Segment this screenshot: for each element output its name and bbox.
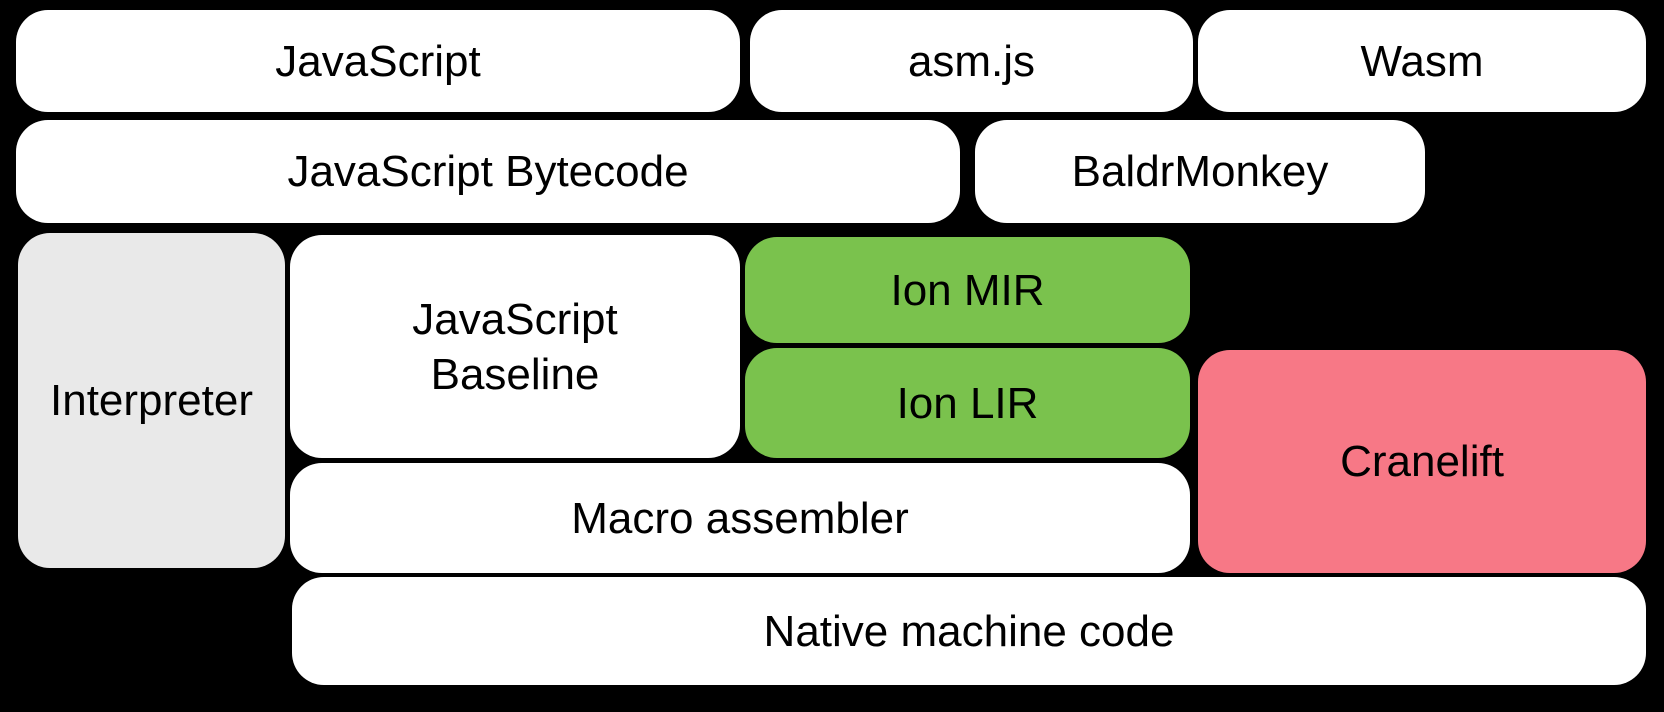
box-ion-lir: Ion LIR xyxy=(745,348,1190,458)
box-cranelift: Cranelift xyxy=(1198,350,1646,573)
box-ion-lir-label: Ion LIR xyxy=(896,378,1039,428)
box-native-machine-code: Native machine code xyxy=(292,577,1646,685)
box-javascript-baseline-line2: Baseline xyxy=(430,349,600,399)
box-javascript: JavaScript xyxy=(16,10,740,112)
box-wasm-label: Wasm xyxy=(1360,36,1484,86)
box-wasm: Wasm xyxy=(1198,10,1646,112)
box-javascript-label: JavaScript xyxy=(275,36,481,86)
box-javascript-bytecode: JavaScript Bytecode xyxy=(16,120,960,223)
box-javascript-baseline-line1: JavaScript xyxy=(412,294,618,344)
box-ion-mir: Ion MIR xyxy=(745,237,1190,343)
box-javascript-bytecode-label: JavaScript Bytecode xyxy=(287,147,689,196)
box-asmjs-label: asm.js xyxy=(907,36,1036,86)
box-baldrmonkey-label: BaldrMonkey xyxy=(1071,147,1329,196)
box-native-machine-code-label: Native machine code xyxy=(763,606,1175,656)
box-interpreter: Interpreter xyxy=(18,233,285,568)
box-cranelift-label: Cranelift xyxy=(1340,437,1504,486)
box-macro-assembler: Macro assembler xyxy=(290,463,1190,573)
box-asmjs: asm.js xyxy=(750,10,1193,112)
box-javascript-baseline: JavaScript Baseline xyxy=(290,235,740,458)
box-baldrmonkey: BaldrMonkey xyxy=(975,120,1425,223)
box-interpreter-label: Interpreter xyxy=(50,376,253,425)
box-ion-mir-label: Ion MIR xyxy=(890,265,1045,315)
box-macro-assembler-label: Macro assembler xyxy=(571,493,909,543)
